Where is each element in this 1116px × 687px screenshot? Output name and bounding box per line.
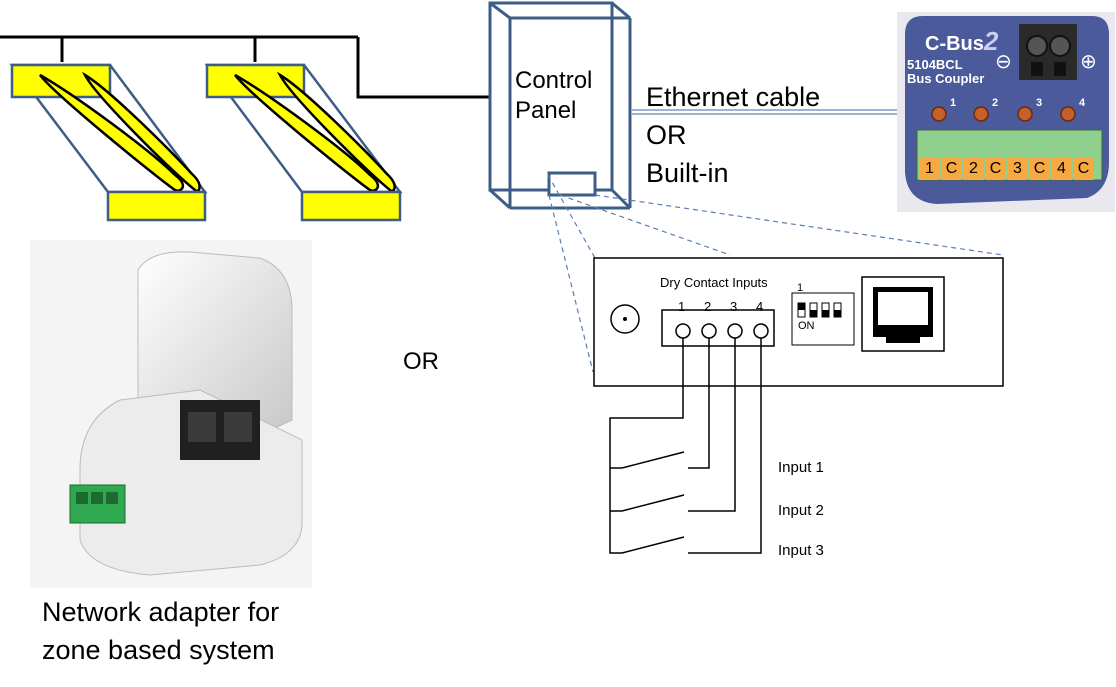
adapter-caption: Network adapter for zone based system [42, 593, 279, 669]
dip-switch [791, 292, 855, 346]
input-wiring [609, 338, 762, 554]
terminal-3: 3 [1007, 158, 1028, 180]
rj45-port-icon [861, 276, 945, 352]
bus-coupler-photo: C-Bus2 5104BCL Bus Coupler ⊖ ⊕ 1 2 3 4 1… [897, 12, 1115, 212]
led-number-3: 3 [1036, 97, 1043, 109]
adapter-caption-line1: Network adapter for [42, 597, 280, 627]
led-3-icon [1017, 106, 1033, 122]
led-2-icon [973, 106, 989, 122]
dry-contact-detail: Dry Contact Inputs 1 2 3 4 1 ON Input 1 … [592, 255, 1004, 563]
dry-contact-schematic [593, 257, 1004, 554]
input-2-label: Input 2 [778, 502, 824, 519]
network-adapter-photo [30, 240, 312, 588]
terminal-number-3: 3 [730, 299, 738, 314]
terminal-4: 4 [1051, 158, 1072, 180]
network-adapter-drawing [69, 251, 303, 576]
control-panel-label-line1: Control [515, 67, 593, 94]
terminal-c4: C [1073, 158, 1094, 180]
middle-or-label: OR [403, 348, 439, 375]
ethernet-cable [632, 109, 898, 115]
input-1-label: Input 1 [778, 459, 824, 476]
connection-option-ethernet: Ethernet cable [646, 82, 821, 112]
dry-contact-title: Dry Contact Inputs [660, 275, 768, 290]
terminal-c3: C [1029, 158, 1050, 180]
terminal-c2: C [985, 158, 1006, 180]
terminal-number-2: 2 [704, 299, 712, 314]
bus-coupler-brand: C-Bus2 [925, 26, 998, 57]
led-number-1: 1 [950, 97, 957, 109]
led-number-2: 2 [992, 97, 999, 109]
control-panel-label: Control Panel [515, 66, 592, 126]
led-4-icon [1060, 106, 1076, 122]
dip-number: 1 [797, 282, 804, 294]
terminal-c1: C [941, 158, 962, 180]
terminal-2: 2 [963, 158, 984, 180]
bus-coupler-brand-suffix: 2 [983, 26, 999, 56]
projection-lines [547, 174, 1004, 373]
connection-options: Ethernet cable OR Built-in [646, 78, 820, 192]
control-panel-box [488, 1, 632, 210]
adapter-caption-line2: zone based system [42, 635, 275, 665]
bus-coupler-model-block: 5104BCL Bus Coupler [907, 58, 984, 86]
input-3-label: Input 3 [778, 542, 824, 559]
minus-icon: ⊖ [995, 51, 1012, 73]
terminal-1: 1 [919, 158, 940, 180]
dip-on-label: ON [798, 320, 815, 332]
bus-wire [0, 35, 490, 99]
terminal-number-1: 1 [678, 299, 686, 314]
bus-coupler-brand-text: C-Bus [925, 33, 984, 55]
control-panel-label-line2: Panel [515, 97, 577, 124]
terminal-strip: 1 C 2 C 3 C 4 C [919, 158, 1094, 180]
terminal-number-4: 4 [756, 299, 764, 314]
bus-coupler-model: 5104BCL [907, 57, 963, 72]
connection-option-built-in: Built-in [646, 158, 729, 188]
led-1-icon [931, 106, 947, 122]
bus-coupler-subtitle: Bus Coupler [907, 71, 985, 86]
connection-option-or: OR [646, 120, 687, 150]
led-number-4: 4 [1079, 97, 1086, 109]
plus-icon: ⊕ [1080, 51, 1097, 73]
light-fixture-1 [9, 63, 208, 222]
light-fixture-2 [204, 63, 403, 222]
